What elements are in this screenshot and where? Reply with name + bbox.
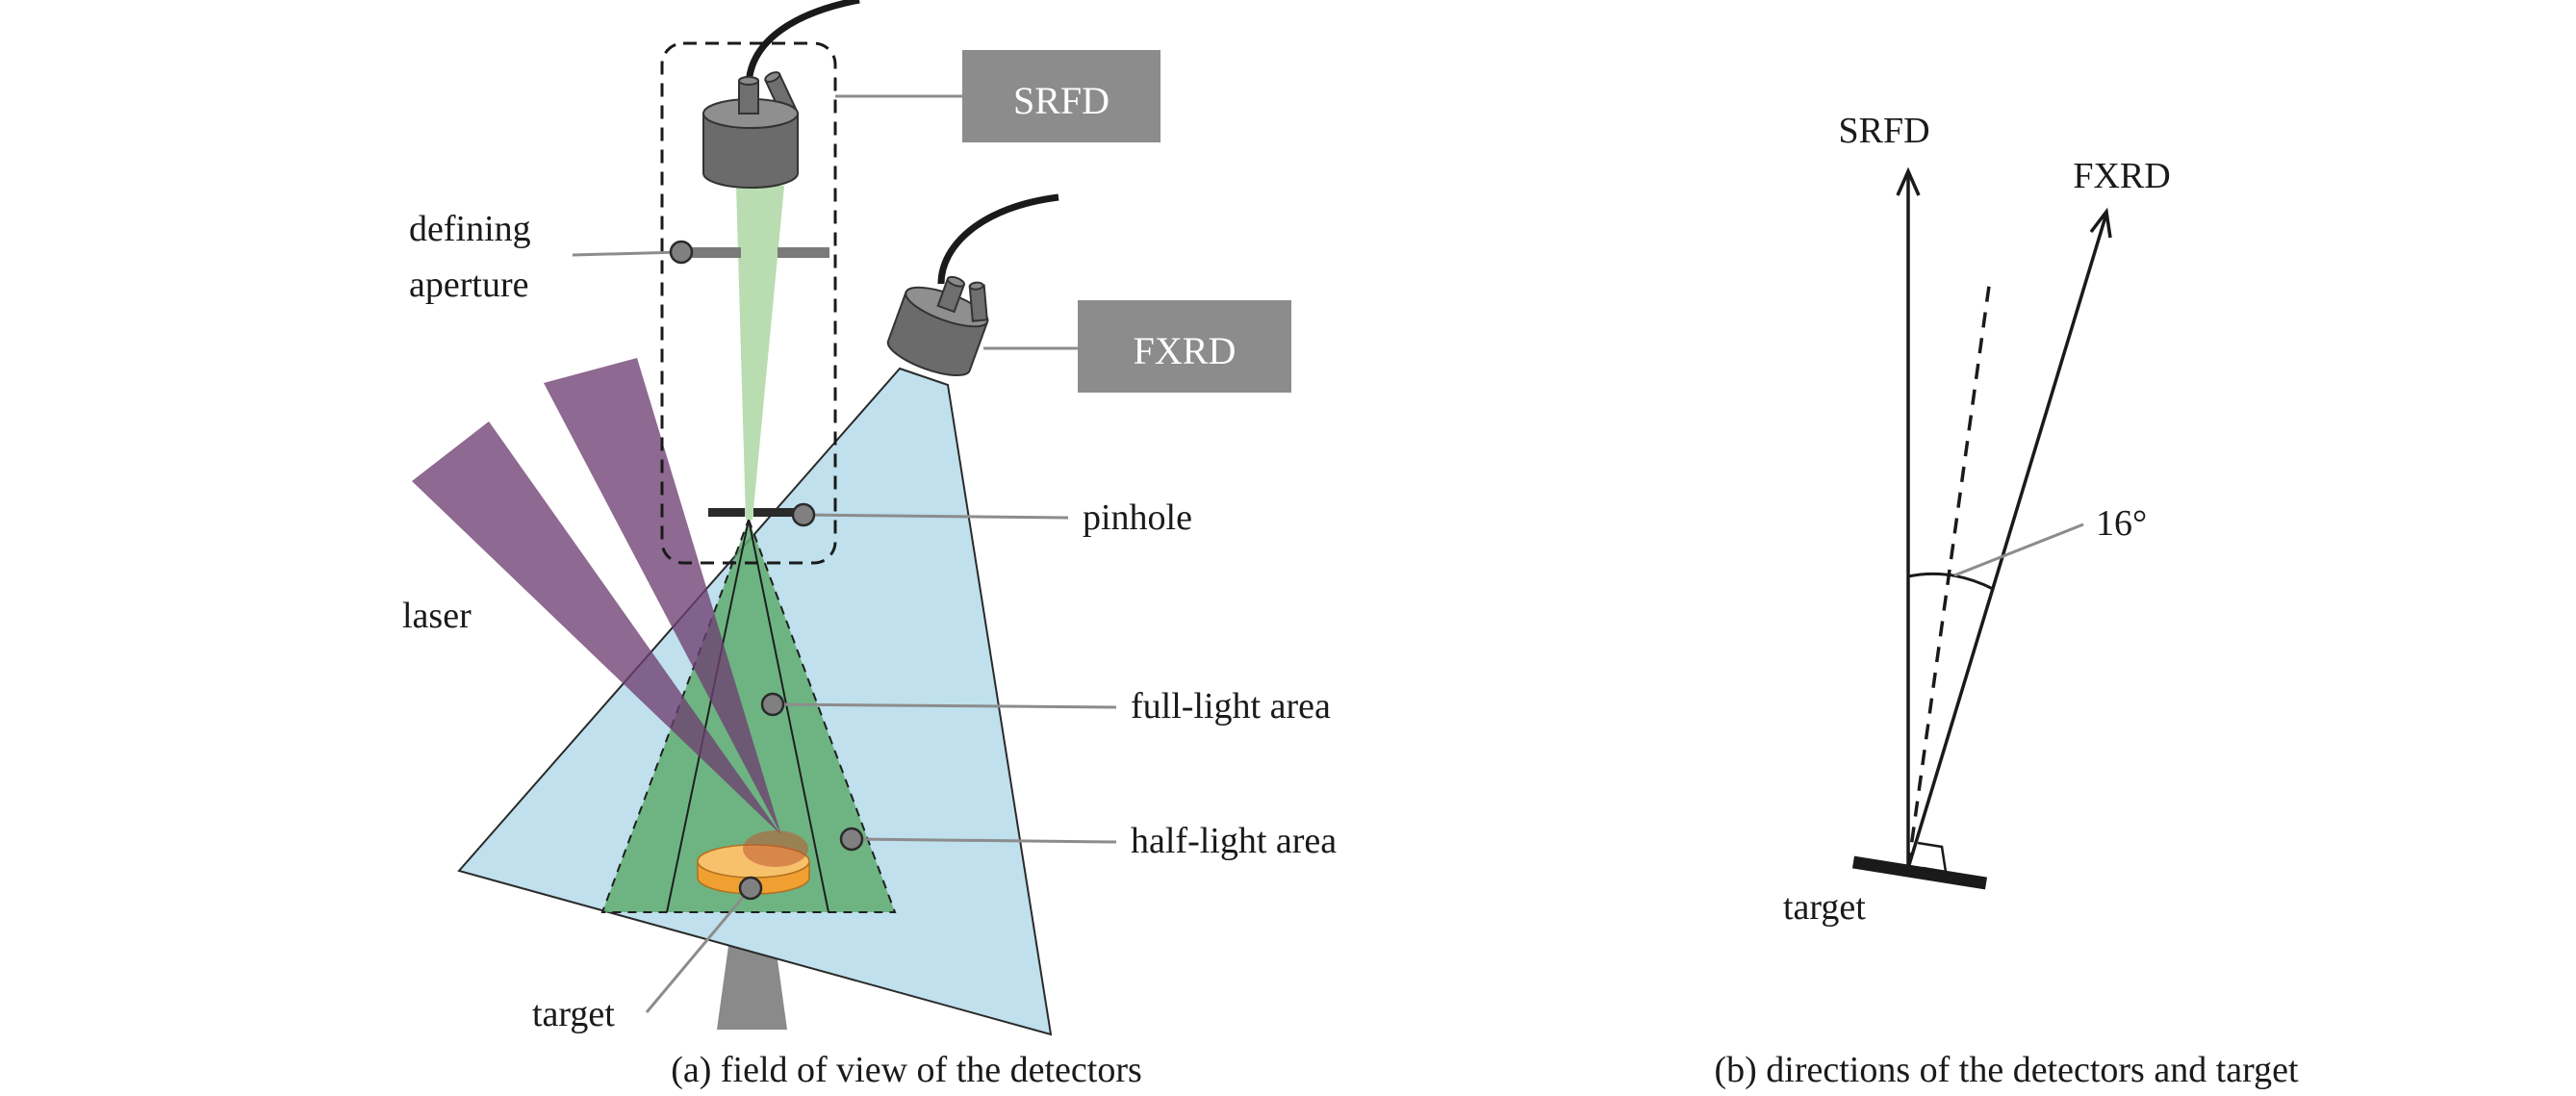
srfd-direction-label: SRFD [1838, 111, 1929, 151]
pinhole-leader [803, 513, 1069, 520]
laser-beam-right [544, 358, 781, 835]
panel-a-field-of-view: SRFD FXRD defining aperture pinhole lase… [402, 0, 1337, 1090]
pinhole-marker [791, 502, 816, 527]
full-light-marker [760, 692, 785, 717]
fxrd-arrowhead [2089, 207, 2112, 239]
pinhole-label: pinhole [1083, 497, 1192, 538]
defining-aperture-label-line1: defining [409, 209, 531, 249]
defining-aperture-gap [741, 247, 778, 258]
caption-a: (a) field of view of the detectors [671, 1050, 1142, 1090]
srfd-enclosure [660, 41, 837, 565]
srfd-detector-icon [702, 0, 860, 189]
fxrd-label-box [1078, 300, 1291, 393]
target-bar [1851, 855, 1988, 890]
panel-b-directions: 16° SRFD FXRD target (b) directions of t… [1714, 111, 2299, 1090]
defining-aperture-marker [669, 240, 694, 265]
right-angle-marker [1917, 841, 1948, 874]
srfd-label-box [962, 50, 1160, 142]
angle-label: 16° [2096, 503, 2147, 544]
fxrd-direction-label: FXRD [2073, 156, 2170, 196]
pinhole-gap [745, 508, 753, 517]
fxrd-label: FXRD [1134, 329, 1237, 372]
caption-b: (b) directions of the detectors and targ… [1714, 1050, 2299, 1090]
half-light-leader [851, 837, 1117, 844]
target-leader [645, 887, 752, 1013]
defining-aperture-leader [572, 250, 682, 257]
full-light-leader [772, 702, 1117, 709]
target-label-a: target [532, 994, 615, 1034]
full-light-boundary-left [666, 519, 750, 913]
fxrd-detector-icon [886, 193, 1059, 377]
half-light-label: half-light area [1131, 821, 1337, 861]
full-light-boundary-right [748, 519, 829, 913]
fxrd-direction-line [1906, 213, 2108, 869]
srfd-label: SRFD [1013, 79, 1109, 122]
pinhole-plate [708, 508, 801, 517]
srfd-beam [736, 186, 784, 520]
target-marker [738, 876, 763, 901]
laser-beam-left [412, 421, 781, 835]
half-light-area [600, 517, 897, 913]
target-label-b: target [1783, 887, 1866, 928]
angle-arc [1907, 572, 1994, 591]
srfd-arrowhead [1896, 166, 1921, 196]
half-light-marker [839, 827, 864, 852]
angle-leader [1953, 523, 2084, 577]
full-light-label: full-light area [1131, 686, 1331, 726]
defining-aperture-label-line2: aperture [409, 265, 528, 305]
laser-label: laser [402, 596, 472, 636]
